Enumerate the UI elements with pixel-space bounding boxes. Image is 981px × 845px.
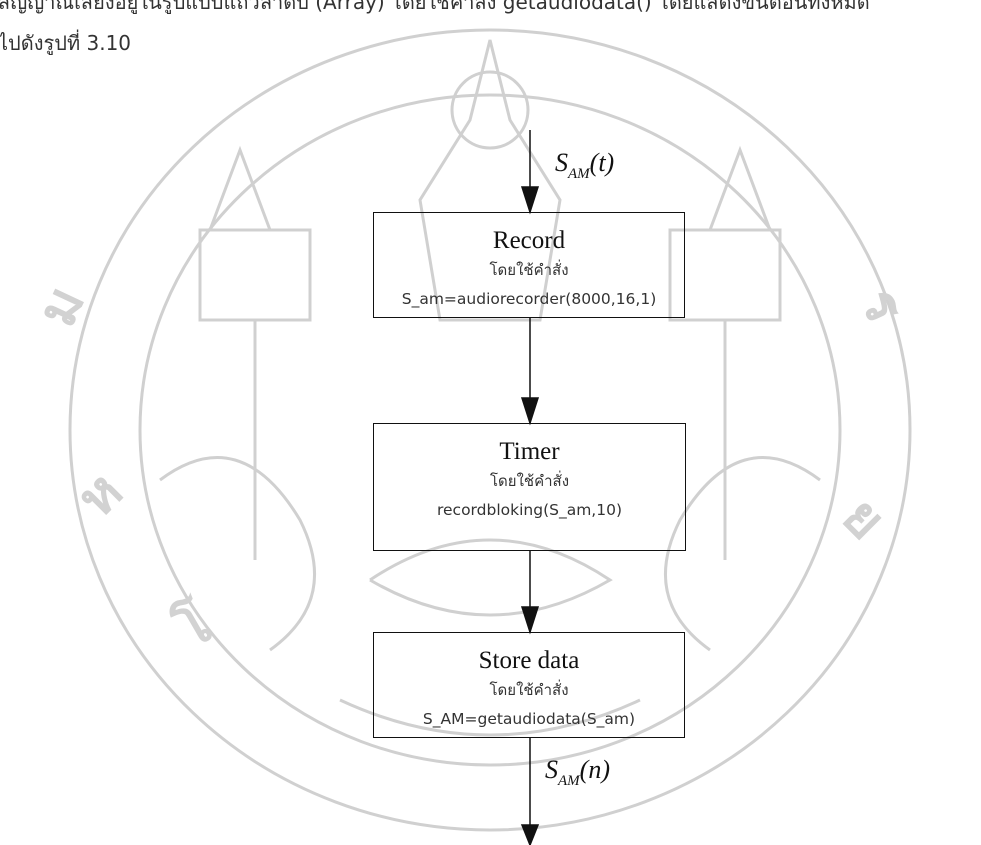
input-signal-label: SAM(t) <box>555 148 614 183</box>
record-label: โดยใช้คำสั่ง <box>489 261 569 279</box>
output-signal-arg: (n) <box>579 755 610 784</box>
output-signal-name: S <box>545 755 558 784</box>
timer-title: Timer <box>499 438 560 465</box>
timer-label: โดยใช้คำสั่ง <box>489 472 570 490</box>
intro-line-1: สัญญาณเสียงอยู่ในรูปแบบแถวลำดับ (Array) … <box>0 0 870 14</box>
output-signal-subscript: AM <box>558 773 580 789</box>
store-data-title: Store data <box>478 647 580 674</box>
input-signal-name: S <box>555 148 568 177</box>
store-data-command: S_AM=getaudiodata(S_am) <box>422 710 636 728</box>
record-command: S_am=audiorecorder(8000,16,1) <box>401 290 657 308</box>
input-signal-arg: (t) <box>589 148 615 177</box>
university-seal-watermark: ม ห โ ร ย <box>40 28 918 832</box>
record-block: Record โดยใช้คำสั่ง S_am=audiorecorder(8… <box>373 212 685 318</box>
timer-block: Timer โดยใช้คำสั่ง recordbloking(S_am,10… <box>373 423 686 551</box>
timer-command: recordbloking(S_am,10) <box>436 501 623 519</box>
store-data-label: โดยใช้คำสั่ง <box>489 681 569 699</box>
record-title: Record <box>492 227 566 254</box>
intro-line-2: ไปดังรูปที่ 3.10 <box>0 31 132 55</box>
input-signal-subscript: AM <box>568 166 590 182</box>
output-signal-label: SAM(n) <box>545 755 610 790</box>
store-data-block: Store data โดยใช้คำสั่ง S_AM=getaudiodat… <box>373 632 685 738</box>
